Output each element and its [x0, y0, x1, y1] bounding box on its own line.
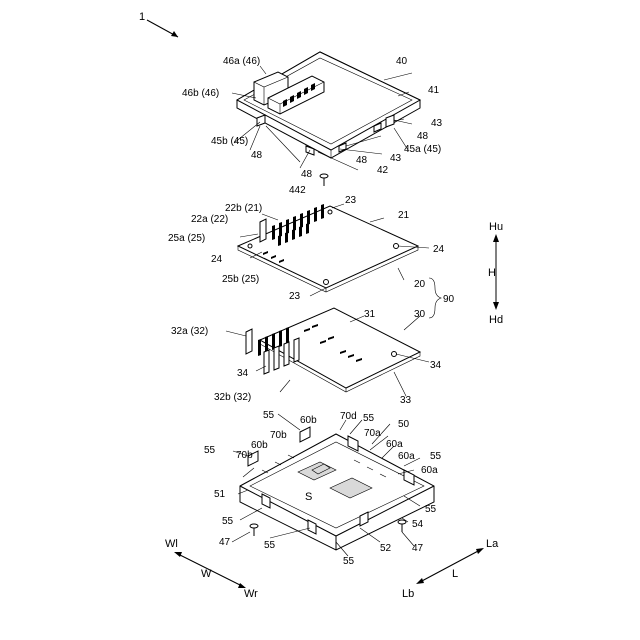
- space-s-label: S: [305, 491, 312, 503]
- ref-label: 54: [412, 519, 424, 530]
- ref-label: 47: [412, 543, 424, 554]
- ref-label: 48: [356, 155, 368, 166]
- ref-label: 55: [263, 410, 275, 421]
- ref-label: 30: [414, 309, 426, 320]
- ref-label: 21: [398, 210, 410, 221]
- ref-label: 46b (46): [182, 88, 219, 99]
- lower-circuit-board: [246, 308, 420, 392]
- ref-label: 45b (45): [211, 136, 248, 147]
- ref-label: 55: [204, 445, 216, 456]
- ref-label: 70b: [236, 450, 253, 461]
- ref-label: 55: [425, 504, 437, 515]
- direction-l: L: [452, 568, 458, 580]
- ref-label: 22b (21): [225, 203, 262, 214]
- ref-label: 442: [289, 185, 306, 196]
- ref-label: 41: [428, 85, 440, 96]
- ref-label: 22a (22): [191, 214, 228, 225]
- ref-label: 32b (32): [214, 392, 251, 403]
- direction-hu: Hu: [489, 221, 503, 233]
- ref-label: 70d: [340, 411, 357, 422]
- direction-wr: Wr: [244, 588, 258, 600]
- direction-hd: Hd: [489, 314, 503, 326]
- ref-label: 70b: [270, 430, 287, 441]
- ref-label: 60a: [398, 451, 415, 462]
- ref-label: 43: [390, 153, 402, 164]
- ref-label: 60a: [421, 465, 438, 476]
- ref-label: 32a (32): [171, 326, 208, 337]
- direction-w: W: [201, 568, 212, 580]
- direction-h: H: [488, 267, 496, 279]
- ref-label: 55: [430, 451, 442, 462]
- bracket-90: [429, 278, 441, 318]
- ref-label: 46a (46): [223, 56, 260, 67]
- ref-label: 55: [222, 516, 234, 527]
- ref-label: 24: [433, 244, 445, 255]
- ref-label: 47: [219, 537, 231, 548]
- ref-label: 33: [400, 395, 412, 406]
- ref-label: 20: [414, 279, 426, 290]
- ref-label: 48: [301, 169, 313, 180]
- ref-label: 48: [417, 131, 429, 142]
- ref-label: 42: [377, 165, 389, 176]
- ref-label: 48: [251, 150, 263, 161]
- length-axis-line: [420, 550, 480, 582]
- ref-label: 43: [431, 118, 443, 129]
- ref-label: 55: [264, 540, 276, 551]
- ref-label: 31: [364, 309, 376, 320]
- direction-wl: Wl: [165, 538, 178, 550]
- ref-label: 40: [396, 56, 408, 67]
- upper-circuit-board: [238, 204, 418, 292]
- ref-label: 24: [211, 254, 223, 265]
- ref-label: 60b: [300, 415, 317, 426]
- ref-label: 60b: [251, 440, 268, 451]
- ref-label: 55: [343, 556, 355, 567]
- ref-label: 25a (25): [168, 233, 205, 244]
- ref-label: 70a: [364, 428, 381, 439]
- ref-label: 45a (45): [404, 144, 441, 155]
- ref-label: 23: [345, 195, 357, 206]
- ref-label: 90: [443, 294, 455, 305]
- lower-case: [240, 427, 434, 550]
- direction-lb: Lb: [402, 588, 414, 600]
- ref-label: 60a: [386, 439, 403, 450]
- ref-label: 55: [363, 413, 375, 424]
- assembly-reference: 1: [139, 11, 178, 37]
- direction-la: La: [486, 538, 499, 550]
- ref-label: 52: [380, 543, 392, 554]
- ref-label: 51: [214, 489, 226, 500]
- ref-main-label: 1: [139, 11, 145, 23]
- ref-label: 50: [398, 419, 410, 430]
- ref-label: 34: [430, 360, 442, 371]
- ref-label: 23: [289, 291, 301, 302]
- ref-label: 25b (25): [222, 274, 259, 285]
- ref-label: 34: [237, 368, 249, 379]
